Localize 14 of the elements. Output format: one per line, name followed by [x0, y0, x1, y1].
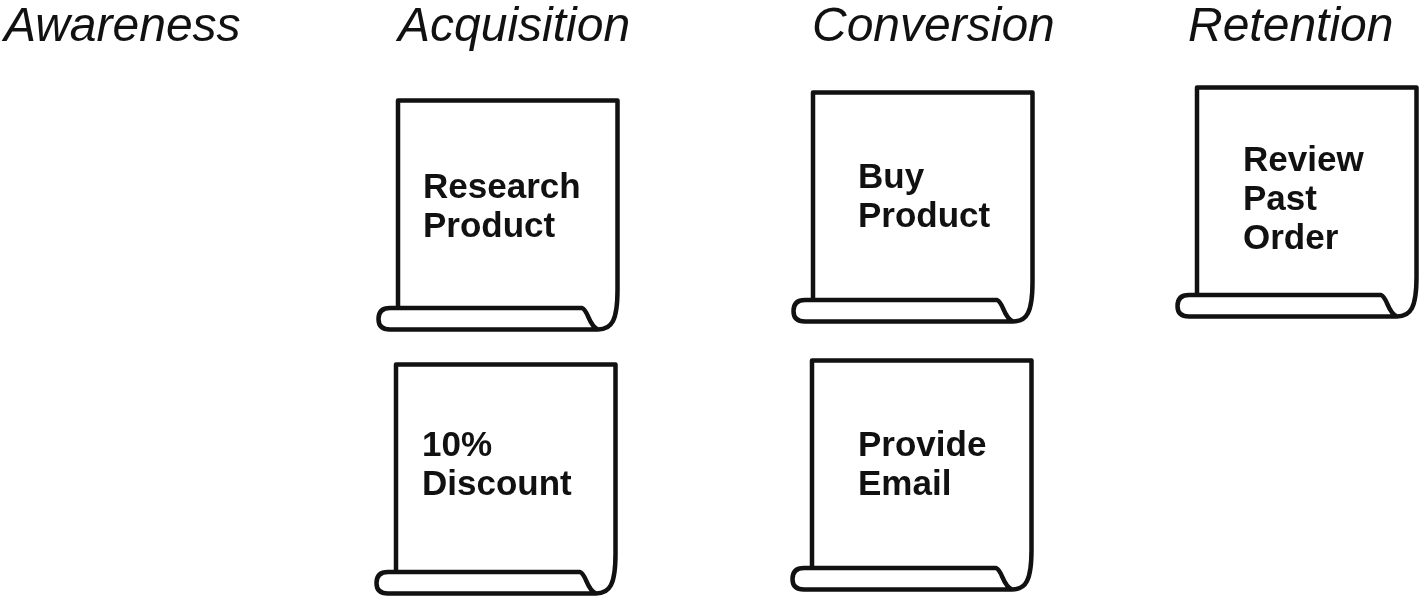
paper-note [374, 362, 618, 596]
note-text: Provide Email [858, 424, 987, 502]
column-heading: Conversion [811, 0, 1056, 50]
column-heading: Awareness [2, 0, 242, 50]
note-text: Buy Product [858, 156, 991, 234]
column-heading: Acquisition [396, 0, 632, 50]
paper-note [376, 98, 620, 332]
paper-note [791, 90, 1035, 324]
note-text: 10% Discount [422, 424, 572, 502]
column-heading: Retention [1187, 0, 1395, 50]
paper-note [1175, 85, 1419, 319]
paper-note [790, 358, 1034, 592]
note-text: Research Product [423, 166, 581, 244]
note-text: Review Past Order [1243, 139, 1364, 256]
